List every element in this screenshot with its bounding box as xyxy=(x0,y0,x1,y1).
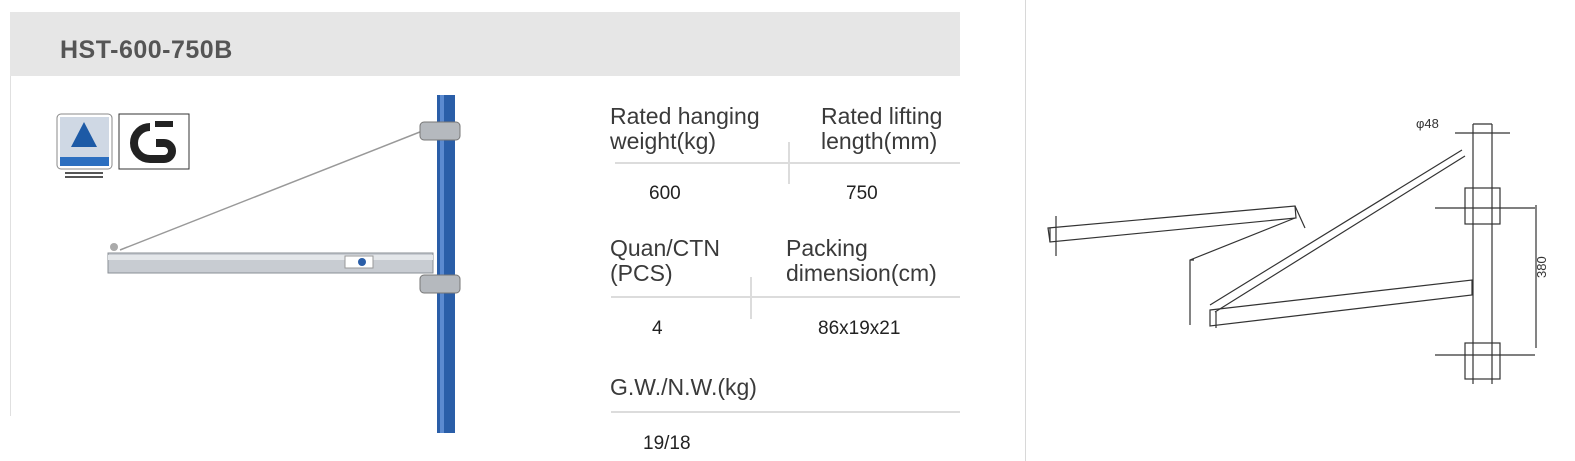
height-label: 380 xyxy=(1534,256,1549,278)
panel-divider xyxy=(1025,0,1026,461)
spec-value-quan-ctn: 4 xyxy=(652,318,663,339)
label-line: length(mm) xyxy=(821,128,938,154)
spec-value-hanging-weight: 600 xyxy=(649,183,681,204)
spec-value-packing-dimension: 86x19x21 xyxy=(818,318,901,339)
row-divider xyxy=(611,296,960,298)
tension-cable xyxy=(119,127,431,251)
lower-clamp xyxy=(419,274,461,294)
label-line: Rated lifting xyxy=(821,103,943,129)
upper-clamp xyxy=(1464,187,1501,225)
spec-label-packing-dimension: Packing dimension(cm) xyxy=(786,236,937,286)
label-line: dimension(cm) xyxy=(786,260,937,286)
spec-label-lifting-length: Rated lifting length(mm) xyxy=(821,104,942,154)
pole xyxy=(437,95,455,433)
technical-drawing: φ48 380 xyxy=(1047,116,1549,384)
lower-clamp xyxy=(1464,342,1501,380)
product-image xyxy=(107,95,461,433)
label-line: (PCS) xyxy=(610,260,673,286)
spec-label-hanging-weight: Rated hanging weight(kg) xyxy=(610,104,760,154)
row-divider xyxy=(615,162,960,164)
label-line: Packing xyxy=(786,235,868,261)
drawing-pole xyxy=(1472,123,1493,384)
tuv-logo xyxy=(56,113,113,178)
spec-label-gw-nw: G.W./N.W.(kg) xyxy=(610,374,757,400)
brace xyxy=(1209,149,1466,313)
left-border xyxy=(10,76,11,416)
certification-logos xyxy=(56,113,190,178)
product-title: HST-600-750B xyxy=(60,36,233,64)
column-divider xyxy=(788,142,790,184)
label-line: weight(kg) xyxy=(610,128,717,154)
column-divider xyxy=(750,277,752,319)
mounted-arm xyxy=(1209,279,1473,327)
upper-clamp xyxy=(419,121,461,141)
label-line: Quan/CTN xyxy=(610,235,720,261)
gs-logo xyxy=(118,113,190,170)
spec-value-lifting-length: 750 xyxy=(846,183,878,204)
diameter-label: φ48 xyxy=(1416,116,1439,131)
row-divider xyxy=(611,411,960,413)
label-line: Rated hanging xyxy=(610,103,760,129)
header-band xyxy=(10,12,960,76)
detached-arm xyxy=(1047,205,1297,243)
spec-label-quan-ctn: Quan/CTN (PCS) xyxy=(610,236,720,286)
spec-value-gw-nw: 19/18 xyxy=(643,433,691,454)
